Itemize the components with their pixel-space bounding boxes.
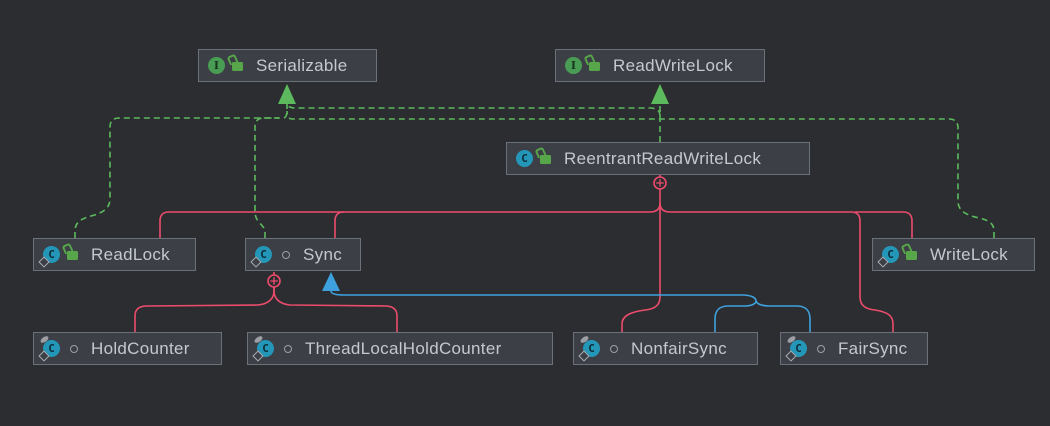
class-icon: C bbox=[516, 150, 533, 167]
edge-sync-serializable bbox=[254, 117, 279, 238]
node-label: Serializable bbox=[256, 55, 348, 75]
edge-reentrant-readlock bbox=[159, 202, 661, 238]
package-visibility-icon bbox=[817, 344, 825, 353]
package-visibility-icon bbox=[610, 344, 618, 353]
static-class-icon: C bbox=[38, 246, 60, 268]
edge-nonfairsync-sync bbox=[330, 290, 757, 332]
package-visibility-icon bbox=[282, 250, 290, 259]
static-final-class-icon: C bbox=[38, 334, 60, 362]
interface-icon: I bbox=[208, 57, 225, 74]
edge-group-inner-classes bbox=[134, 175, 913, 332]
implements-arrowheads bbox=[278, 84, 669, 104]
node-holdcounter[interactable]: C HoldCounter bbox=[33, 332, 222, 365]
static-final-class-icon: C bbox=[785, 334, 807, 362]
edge-reentrant-sync bbox=[334, 211, 345, 238]
node-readlock[interactable]: C ReadLock bbox=[33, 238, 196, 271]
edge-reentrant-nonfairsync bbox=[621, 189, 661, 332]
node-label: ReentrantReadWriteLock bbox=[564, 148, 762, 168]
edge-reentrant-serializable bbox=[286, 103, 661, 117]
edge-fairsync-sync bbox=[755, 300, 811, 332]
arrowhead-readwritelock bbox=[651, 84, 669, 104]
node-label: WriteLock bbox=[930, 244, 1008, 264]
abstract-static-class-icon: C bbox=[250, 246, 272, 268]
interface-icon: I bbox=[565, 57, 582, 74]
public-visibility-icon bbox=[67, 251, 78, 260]
edge-reentrant-writelock bbox=[855, 211, 913, 238]
edge-sync-holdcounter bbox=[134, 287, 275, 332]
node-label: ReadLock bbox=[91, 244, 170, 264]
public-visibility-icon bbox=[589, 62, 600, 71]
node-serializable[interactable]: I Serializable bbox=[198, 49, 377, 82]
edge-writelock-serializable bbox=[286, 110, 995, 238]
node-writelock[interactable]: C WriteLock bbox=[872, 238, 1035, 271]
node-label: FairSync bbox=[838, 338, 908, 358]
public-visibility-icon bbox=[232, 62, 243, 71]
static-final-class-icon: C bbox=[578, 334, 600, 362]
node-label: ThreadLocalHoldCounter bbox=[305, 338, 502, 358]
node-sync[interactable]: C Sync bbox=[245, 238, 361, 271]
node-nonfairsync[interactable]: C NonfairSync bbox=[573, 332, 758, 365]
edge-sync-tlhc bbox=[273, 287, 398, 332]
node-label: ReadWriteLock bbox=[613, 55, 733, 75]
node-threadlocalholdcounter[interactable]: C ThreadLocalHoldCounter bbox=[247, 332, 553, 365]
public-visibility-icon bbox=[540, 155, 551, 164]
static-class-icon: C bbox=[877, 246, 899, 268]
arrowhead-sync bbox=[322, 272, 340, 291]
public-visibility-icon bbox=[906, 251, 917, 260]
node-fairsync[interactable]: C FairSync bbox=[780, 332, 928, 365]
package-visibility-icon bbox=[284, 344, 292, 353]
edge-reentrant-fairsync bbox=[659, 202, 894, 332]
node-readwritelock[interactable]: I ReadWriteLock bbox=[555, 49, 765, 82]
edge-readlock-serializable bbox=[74, 103, 288, 238]
edge-group-implements bbox=[74, 103, 995, 238]
static-final-class-icon: C bbox=[252, 334, 274, 362]
edge-group-extends bbox=[330, 290, 811, 332]
arrowhead-serializable bbox=[278, 84, 296, 104]
package-visibility-icon bbox=[70, 344, 78, 353]
node-label: NonfairSync bbox=[631, 338, 727, 358]
node-reentrantreadwritelock[interactable]: C ReentrantReadWriteLock bbox=[506, 142, 810, 175]
node-label: Sync bbox=[303, 244, 342, 264]
node-label: HoldCounter bbox=[91, 338, 190, 358]
